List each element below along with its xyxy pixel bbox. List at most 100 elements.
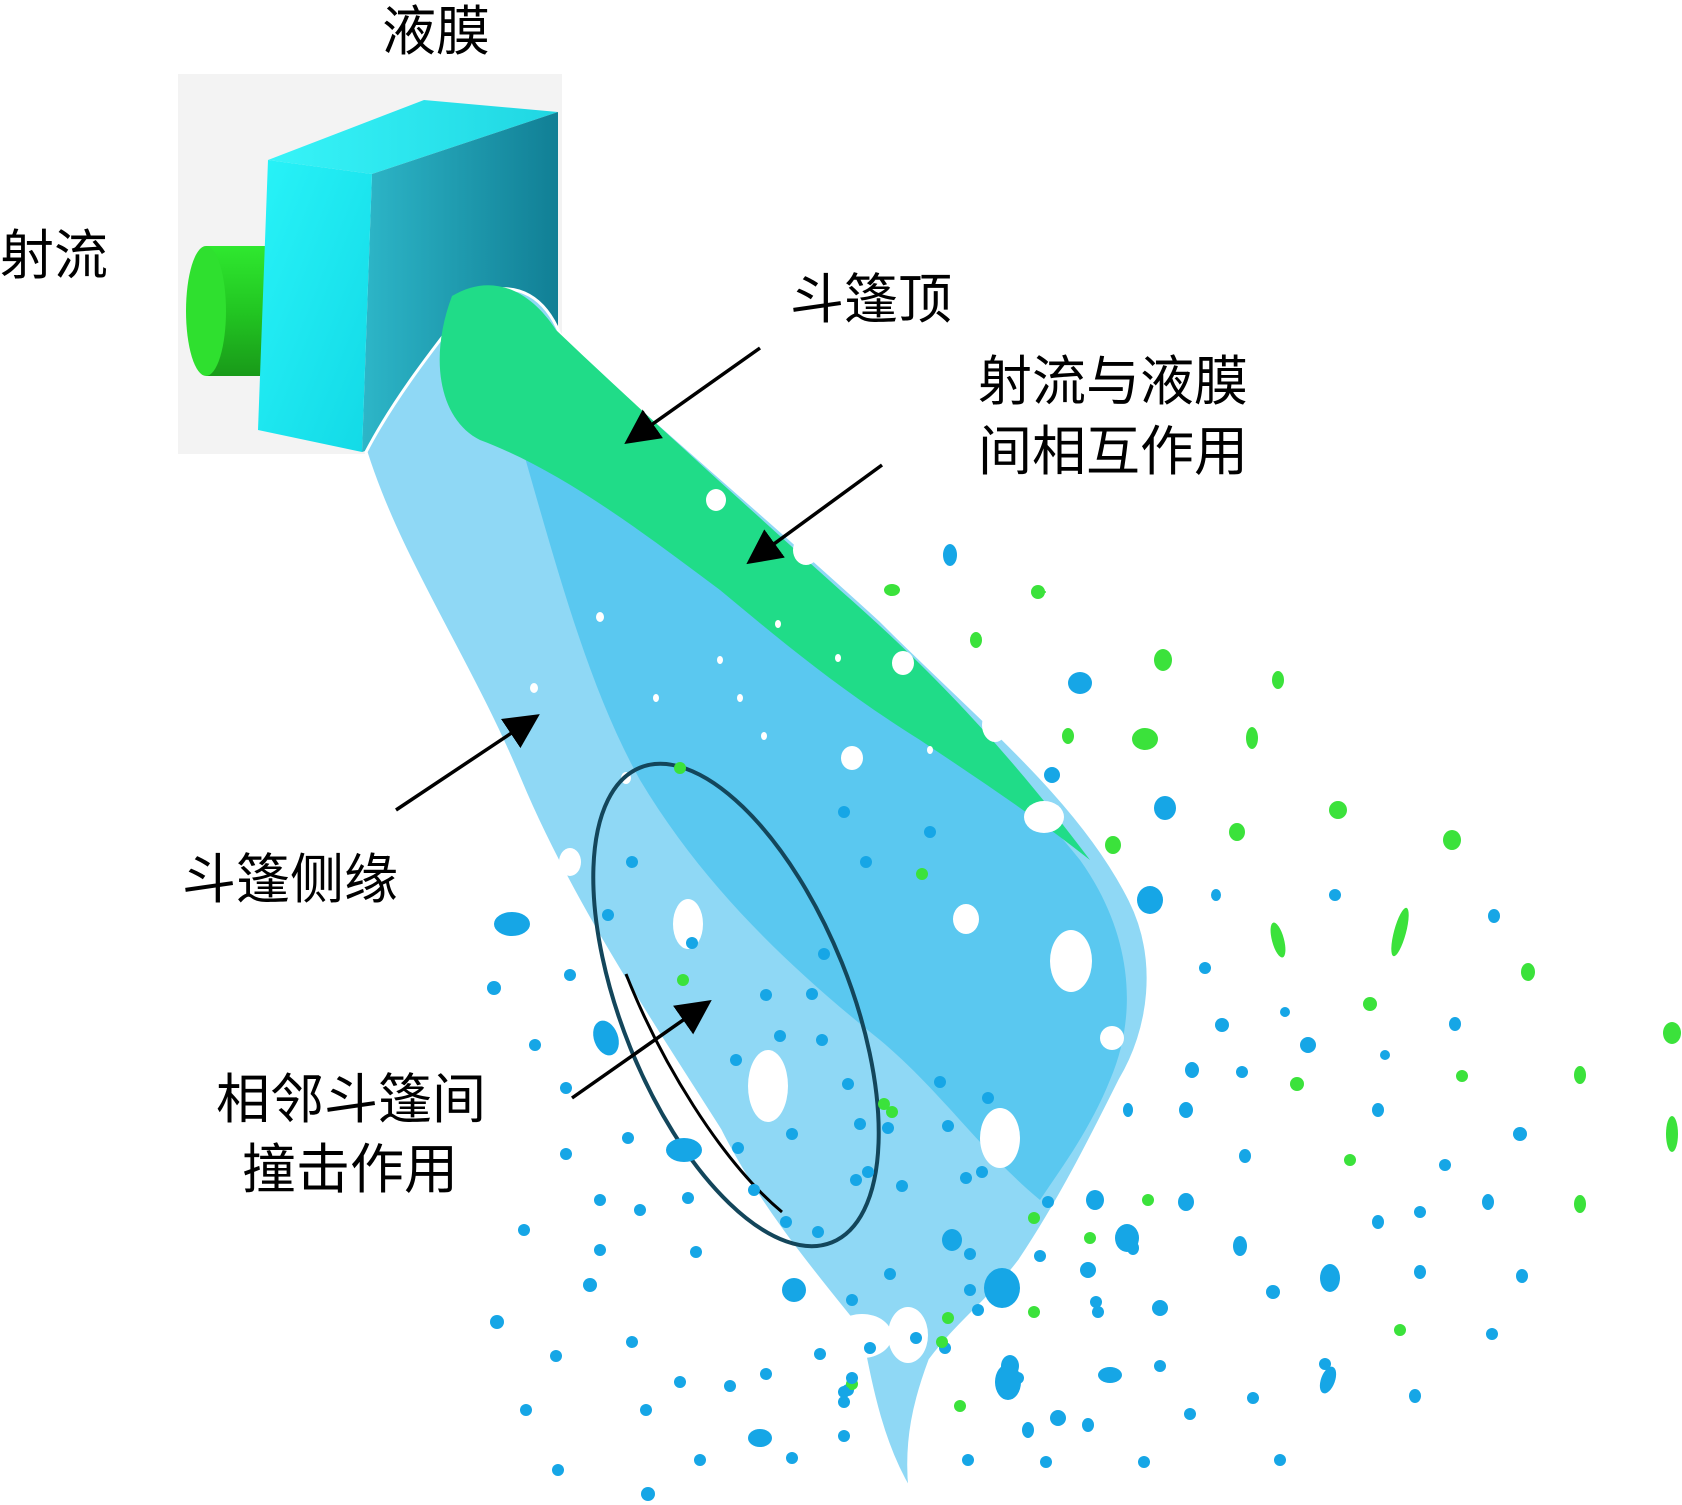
droplet	[1040, 1456, 1052, 1468]
droplet	[1272, 671, 1284, 689]
spray-cloak	[364, 285, 1150, 1491]
droplet	[593, 1020, 619, 1056]
droplet	[1092, 1306, 1104, 1318]
droplet	[878, 1098, 890, 1110]
droplet	[1319, 1366, 1337, 1394]
droplet	[1666, 1116, 1678, 1152]
droplet	[1270, 922, 1286, 958]
label-cloak-edge: 斗篷侧缘	[182, 848, 398, 911]
droplet	[602, 909, 614, 921]
droplet	[1185, 1062, 1199, 1078]
droplet	[1290, 1077, 1304, 1091]
droplet	[816, 1034, 828, 1046]
film-block-top	[268, 100, 558, 174]
droplet	[1513, 1127, 1527, 1141]
droplet	[964, 1248, 976, 1260]
droplet	[910, 1332, 922, 1344]
droplet	[1138, 1456, 1150, 1468]
droplet	[786, 1452, 798, 1464]
droplet	[1391, 907, 1409, 957]
droplet	[1229, 823, 1245, 841]
droplet	[694, 1454, 706, 1466]
droplet	[962, 1454, 974, 1466]
droplet	[1123, 1103, 1133, 1117]
droplet	[760, 1368, 772, 1380]
droplet	[884, 584, 900, 596]
droplet	[1449, 1017, 1461, 1031]
droplet	[1115, 1224, 1139, 1252]
droplet	[924, 826, 936, 838]
droplet	[686, 937, 698, 949]
droplet	[730, 1054, 742, 1066]
droplet	[690, 1246, 702, 1258]
droplet	[674, 762, 686, 774]
droplet	[936, 1336, 948, 1348]
droplet	[972, 1304, 984, 1316]
cloak-inner	[520, 440, 1127, 1200]
droplet	[1132, 728, 1158, 750]
droplet	[1574, 1195, 1586, 1213]
droplet	[886, 1106, 898, 1118]
droplet	[780, 1216, 792, 1228]
droplet	[1486, 1328, 1498, 1340]
droplet	[1456, 1070, 1468, 1082]
droplet	[786, 1128, 798, 1140]
droplet	[1098, 1367, 1122, 1383]
droplet	[1274, 1454, 1286, 1466]
droplet	[1363, 997, 1377, 1011]
droplet	[1062, 728, 1074, 744]
droplet	[954, 1400, 966, 1412]
droplet	[1488, 909, 1500, 923]
droplet	[1211, 889, 1221, 901]
droplet	[1300, 1037, 1316, 1053]
droplet	[560, 1148, 572, 1160]
cloak-top	[439, 285, 1090, 860]
droplet	[490, 1315, 504, 1329]
droplet	[995, 1364, 1021, 1400]
arrow-interaction	[746, 463, 884, 565]
droplet	[976, 1166, 988, 1178]
droplet	[1034, 1250, 1046, 1262]
label-interaction-1: 射流与液膜	[978, 350, 1248, 413]
droplet	[1414, 1206, 1426, 1218]
droplet	[1329, 801, 1347, 819]
droplet	[782, 1278, 806, 1302]
droplet	[1152, 1300, 1168, 1316]
droplet	[1105, 836, 1121, 854]
droplet	[1031, 585, 1045, 599]
droplet	[1044, 767, 1060, 783]
droplets	[487, 544, 1681, 1501]
droplet	[583, 1278, 597, 1292]
droplet	[641, 1487, 655, 1501]
droplet	[1022, 1422, 1034, 1438]
droplet	[846, 1294, 858, 1306]
droplet	[1068, 672, 1092, 694]
droplet	[942, 1312, 954, 1324]
droplet	[854, 1118, 866, 1130]
label-interaction-2: 间相互作用	[978, 420, 1248, 483]
droplet	[732, 1142, 744, 1154]
label-collision-1: 相邻斗篷间	[216, 1068, 486, 1131]
droplet	[774, 1030, 786, 1042]
droplet	[942, 1120, 954, 1132]
arrows	[395, 346, 884, 1100]
droplet	[838, 1430, 850, 1442]
droplet	[518, 1224, 530, 1236]
droplet	[640, 1404, 652, 1416]
droplet	[1184, 1408, 1196, 1420]
droplet	[842, 1078, 854, 1090]
droplet	[1414, 1265, 1426, 1279]
droplet	[1154, 796, 1176, 820]
droplet	[984, 1268, 1020, 1308]
droplet	[814, 1348, 826, 1360]
droplet	[862, 1166, 874, 1178]
droplet	[1482, 1194, 1494, 1210]
droplet	[1236, 1066, 1248, 1078]
droplet	[838, 806, 850, 818]
droplet	[864, 1342, 876, 1354]
droplet	[634, 1204, 646, 1216]
droplet	[812, 1226, 824, 1238]
droplet	[1280, 1007, 1290, 1017]
droplet	[494, 912, 530, 936]
